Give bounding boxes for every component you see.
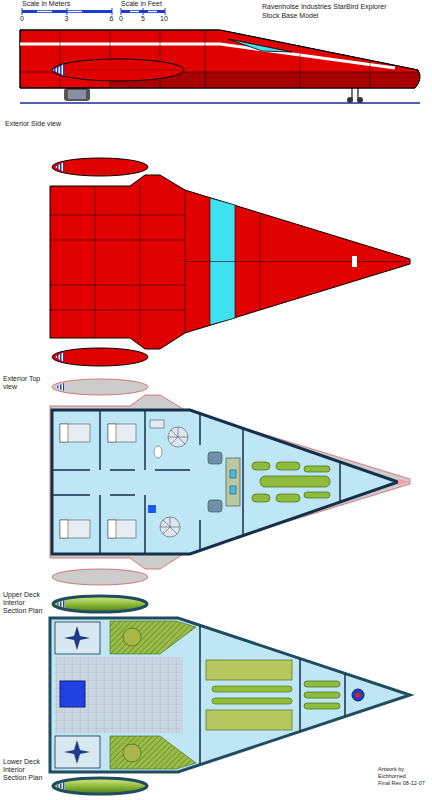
view-label: Lower Deck Interior Section Plan: [3, 758, 49, 782]
view-label: Stock Base Model: [262, 12, 318, 20]
scale-label: 3: [65, 15, 69, 23]
credit-note: Artwork by: [378, 766, 404, 772]
scale-label: Scale in Feet: [121, 0, 162, 8]
view-label: Exterior Top view: [3, 375, 49, 391]
side-view: [20, 30, 420, 103]
scale-label: 10: [160, 15, 168, 23]
scale-bar: [22, 8, 165, 15]
scale-label: 0: [119, 15, 123, 23]
upper-deck-plan: [50, 379, 410, 585]
view-label: Upper Deck Interior Section Plan: [3, 591, 49, 615]
scale-label: 0: [20, 15, 24, 23]
scale-label: 6: [110, 15, 114, 23]
view-label: Exterior Side view: [5, 120, 61, 128]
top-view: [50, 158, 410, 366]
lower-deck-plan: [50, 596, 410, 794]
credit-note: Eichhorned: [378, 773, 406, 779]
scale-label: 5: [141, 15, 145, 23]
scale-label: Scale in Meters: [22, 0, 70, 8]
credit-note: Final Rev 08-12-07: [378, 780, 425, 786]
drawing-title: Ravenholse Industries StarBird Explorer: [262, 3, 387, 11]
